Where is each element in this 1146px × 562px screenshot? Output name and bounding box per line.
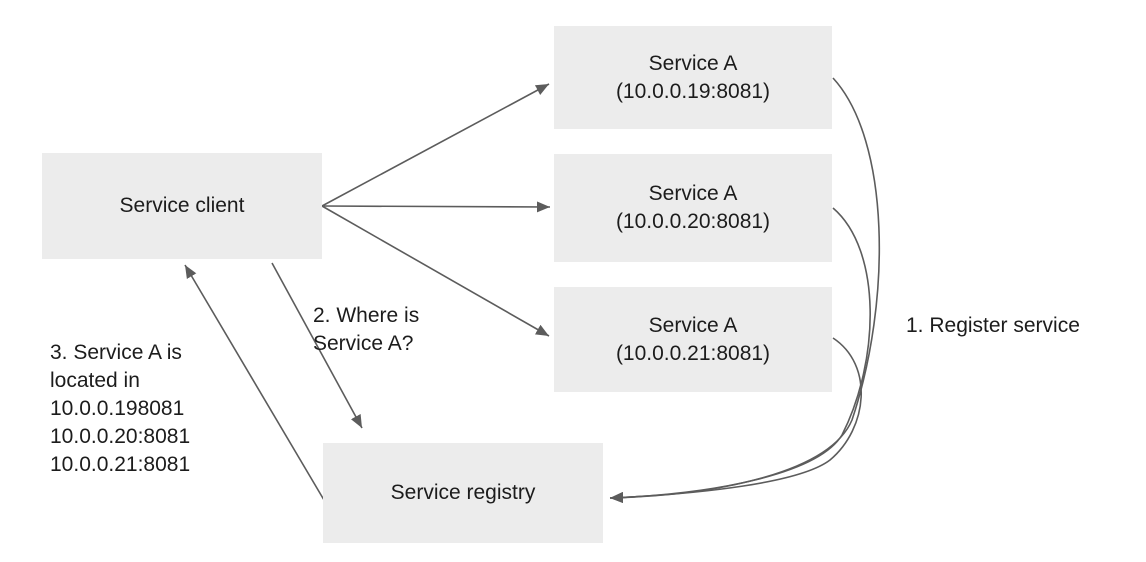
service-a-3-node: Service A (10.0.0.21:8081) <box>554 287 832 392</box>
service-client-label: Service client <box>119 194 245 217</box>
service-a-located-in-label: 3. Service A is located in 10.0.0.198081… <box>50 341 191 476</box>
service-registry-label: Service registry <box>390 481 536 504</box>
service-a-2-node: Service A (10.0.0.20:8081) <box>554 154 832 262</box>
service-registry-node: Service registry <box>323 443 603 543</box>
where-is-service-a-label: 2. Where is Service A? <box>313 304 420 355</box>
service-a-2-address: (10.0.0.20:8081) <box>615 210 771 233</box>
arrow-registry-to-client-response <box>184 264 325 501</box>
arrow-client-to-service-a-1 <box>321 83 550 207</box>
service-a-1-node: Service A (10.0.0.19:8081) <box>554 26 832 129</box>
service-a-3-address: (10.0.0.21:8081) <box>615 341 771 365</box>
register-service-label: 1. Register service <box>906 314 1080 337</box>
service-a-2-title: Service A <box>648 182 738 205</box>
service-a-3-title: Service A <box>648 313 738 337</box>
service-a-1-title: Service A <box>648 51 738 75</box>
arrow-client-to-service-a-2 <box>321 201 551 213</box>
service-a-1-address: (10.0.0.19:8081) <box>615 79 771 103</box>
service-client-node: Service client <box>42 153 322 259</box>
